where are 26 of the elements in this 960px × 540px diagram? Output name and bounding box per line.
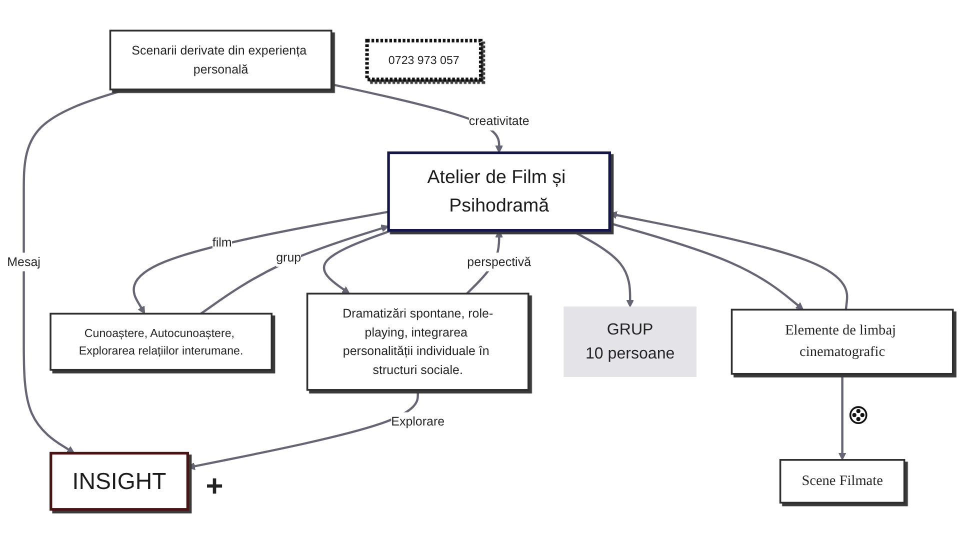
node-box: GRUP 10 persoane xyxy=(564,306,697,377)
arrow xyxy=(570,229,634,308)
edge-label: perspectivă xyxy=(467,254,532,269)
arrow xyxy=(838,374,846,460)
edge-label: creativitate xyxy=(468,114,530,128)
edge-label: Explorare xyxy=(391,414,445,428)
node-box: 0723 973 057 xyxy=(365,38,483,82)
arrow xyxy=(609,222,804,310)
node-box: Elemente de limbaj cinematografic xyxy=(730,308,954,375)
arrow xyxy=(609,211,848,310)
node-box: Atelier de Film și Psihodramă xyxy=(387,151,611,232)
edge-label: grup xyxy=(276,250,302,264)
arrow xyxy=(132,210,389,314)
node-box: Scenarii derivate din experiența personală xyxy=(109,30,332,90)
arrow xyxy=(22,88,126,454)
edge-label: film xyxy=(212,234,232,249)
arrow xyxy=(200,224,389,315)
arrow xyxy=(187,390,419,470)
arrow xyxy=(331,83,504,154)
node-box: Cunoaștere, Autocunoaștere, Explorarea relațiilor interumane. xyxy=(50,312,273,371)
arrow xyxy=(322,229,392,294)
node-box: INSIGHT xyxy=(50,452,190,511)
edge-label: Mesaj xyxy=(7,254,40,269)
node-box: Scene Filmate xyxy=(779,459,906,504)
node-box: Dramatizări spontane, role-playing, integrarea personalității individuale în structuri sociale. xyxy=(306,292,530,391)
plus-sign: + xyxy=(206,472,224,502)
